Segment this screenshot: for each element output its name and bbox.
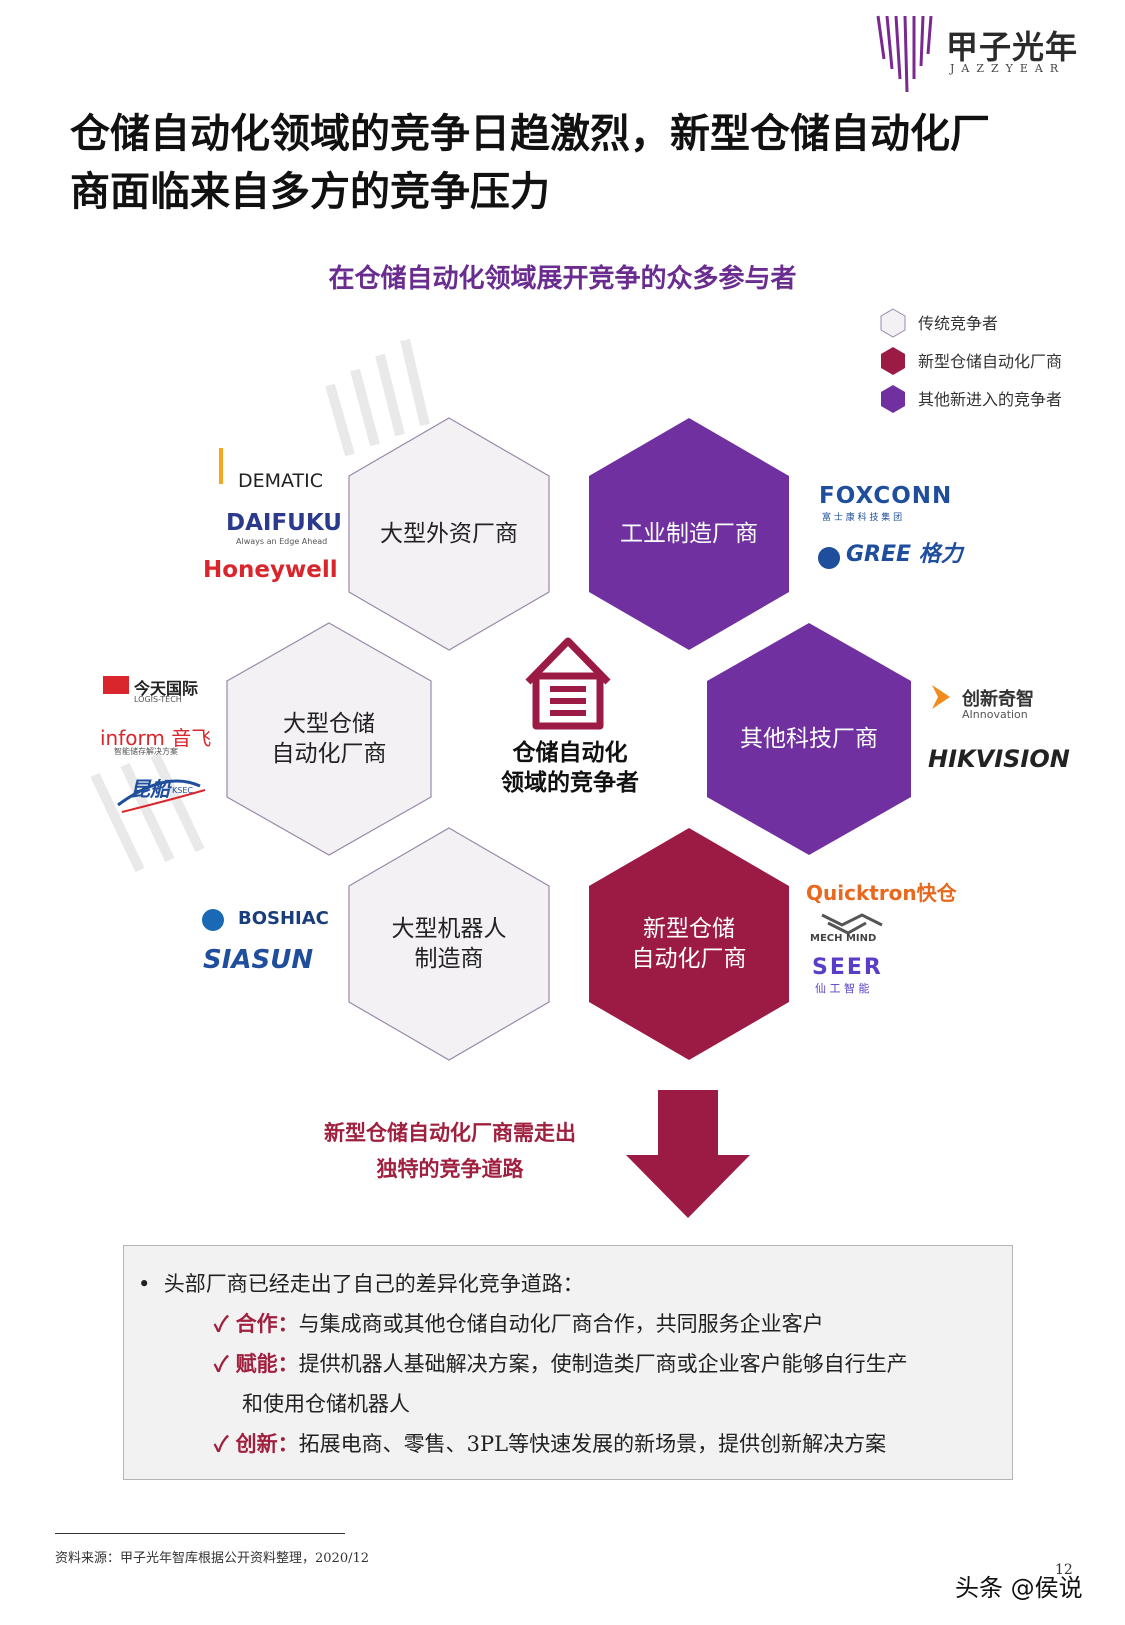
hex-label-new: 新型仓储 自动化厂商 bbox=[631, 916, 747, 972]
brand-kunchuan-sub: KSEC bbox=[172, 786, 193, 795]
brand-jintian-sub: LOGIS-TECH bbox=[134, 695, 182, 704]
brand-logo-bars bbox=[876, 15, 933, 93]
center-label: 仓储自动化 领域的竞争者 bbox=[501, 739, 639, 796]
down-arrow bbox=[626, 1090, 750, 1218]
legend-swatch-traditional bbox=[880, 308, 906, 338]
hex-industrial bbox=[589, 418, 789, 650]
brand-quicktron: Quicktron快仓 bbox=[806, 881, 957, 905]
hex-label-tech: 其他科技厂商 bbox=[740, 726, 878, 752]
hex-new bbox=[589, 828, 789, 1060]
diagram-subtitle: 在仓储自动化领域展开竞争的众多参与者 bbox=[328, 264, 797, 294]
check-icon: ✓ bbox=[214, 1431, 236, 1456]
hex-tech bbox=[707, 623, 911, 855]
summary-item-empower: ✓ 赋能：提供机器人基础解决方案，使制造类厂商或企业客户能够自行生产 bbox=[214, 1351, 908, 1376]
brand-seer-sub: 仙 工 智 能 bbox=[815, 982, 870, 995]
summary-box: • 头部厂商已经走出了自己的差异化竞争道路： ✓ 合作：与集成商或其他仓储自动化… bbox=[123, 1245, 1013, 1480]
brand-daifuku-sub: Always an Edge Ahead bbox=[236, 537, 328, 546]
mechmind-icon bbox=[821, 913, 883, 935]
page-number: 12 bbox=[1055, 1562, 1073, 1578]
footnote: 资料来源：甲子光年智库根据公开资料整理，2020/12 bbox=[55, 1551, 370, 1566]
warehouse-house-icon bbox=[525, 637, 611, 730]
legend-new: 新型仓储自动化厂商 bbox=[918, 352, 1063, 371]
watermark-bars bbox=[90, 338, 430, 873]
brand-kunchuan: 昆船 bbox=[130, 777, 170, 801]
hex-warehouse bbox=[226, 622, 432, 856]
brand-seer: SEER bbox=[812, 955, 883, 980]
brand-inform-sub: 智能储存解决方案 bbox=[114, 747, 178, 756]
brand-gree: GREE 格力 bbox=[846, 542, 963, 567]
hex-label-robot: 大型机器人 制造商 bbox=[391, 916, 507, 972]
brand-hikvision: HIKVISION bbox=[928, 745, 1070, 773]
check-icon: ✓ bbox=[214, 1311, 236, 1336]
page-title: 仓储自动化领域的竞争日趋激烈，新型仓储自动化厂 商面临来自多方的竞争压力 bbox=[70, 110, 990, 215]
summary-item-empower-cont: 和使用仓储机器人 bbox=[242, 1392, 410, 1416]
footnote-divider bbox=[55, 1533, 345, 1534]
bullet-icon: • bbox=[138, 1272, 164, 1296]
summary-item-innovation: ✓ 创新：拓展电商、零售、3PL等快速发展的新场景，提供创新解决方案 bbox=[214, 1431, 887, 1456]
hex-label-industrial: 工业制造厂商 bbox=[620, 521, 758, 547]
legend-swatches bbox=[880, 308, 906, 413]
brand-chuangxin: 创新奇智 bbox=[962, 689, 1034, 710]
summary-item-cooperation: ✓ 合作：与集成商或其他仓储自动化厂商合作，共同服务企业客户 bbox=[214, 1311, 824, 1336]
legend-other: 其他新进入的竞争者 bbox=[918, 390, 1063, 409]
logo-english: JAZZYEAR bbox=[950, 62, 1066, 75]
boshiac-icon bbox=[202, 909, 224, 931]
source-watermark: 头条 @侯说 bbox=[955, 1574, 1083, 1602]
brand-jintian: 今天国际 bbox=[134, 679, 199, 698]
hex-foreign bbox=[348, 417, 550, 651]
brand-foxconn: FOXCONN bbox=[819, 483, 953, 509]
hex-label-foreign: 大型外资厂商 bbox=[380, 521, 518, 547]
brand-honeywell: Honeywell bbox=[203, 557, 338, 583]
summary-lead: • 头部厂商已经走出了自己的差异化竞争道路： bbox=[138, 1272, 584, 1296]
chuangxin-icon bbox=[932, 685, 950, 709]
brand-daifuku: DAIFUKU bbox=[226, 510, 342, 536]
brand-dematic: DEMATIC bbox=[238, 470, 324, 492]
legend-swatch-other bbox=[881, 385, 905, 413]
legend-traditional: 传统竞争者 bbox=[918, 314, 999, 333]
house-lines-icon bbox=[550, 686, 586, 716]
kunchuan-swoosh bbox=[117, 779, 201, 807]
legend-swatch-new bbox=[881, 347, 905, 375]
brand-inform: inform 音飞 bbox=[100, 726, 212, 750]
gree-icon bbox=[818, 547, 841, 569]
hex-robot bbox=[348, 827, 550, 1061]
arrow-caption: 新型仓储自动化厂商需走出 独特的竞争道路 bbox=[324, 1120, 576, 1181]
logo-text: 甲子光年 bbox=[946, 28, 1079, 66]
brand-mechmind: MECH MIND bbox=[810, 933, 877, 944]
check-icon: ✓ bbox=[214, 1351, 236, 1376]
brand-siasun: SIASUN bbox=[203, 945, 314, 975]
dematic-bar bbox=[219, 448, 223, 484]
hex-label-warehouse: 大型仓储 自动化厂商 bbox=[271, 711, 387, 767]
brand-foxconn-sub: 富 士 康 科 技 集 团 bbox=[822, 513, 903, 523]
brand-chuangxin-sub: AInnovation bbox=[962, 708, 1028, 721]
kunchuan-swoosh-red bbox=[121, 789, 206, 813]
brand-boshiac: BOSHIAC bbox=[238, 908, 329, 929]
jintian-icon bbox=[103, 676, 129, 694]
